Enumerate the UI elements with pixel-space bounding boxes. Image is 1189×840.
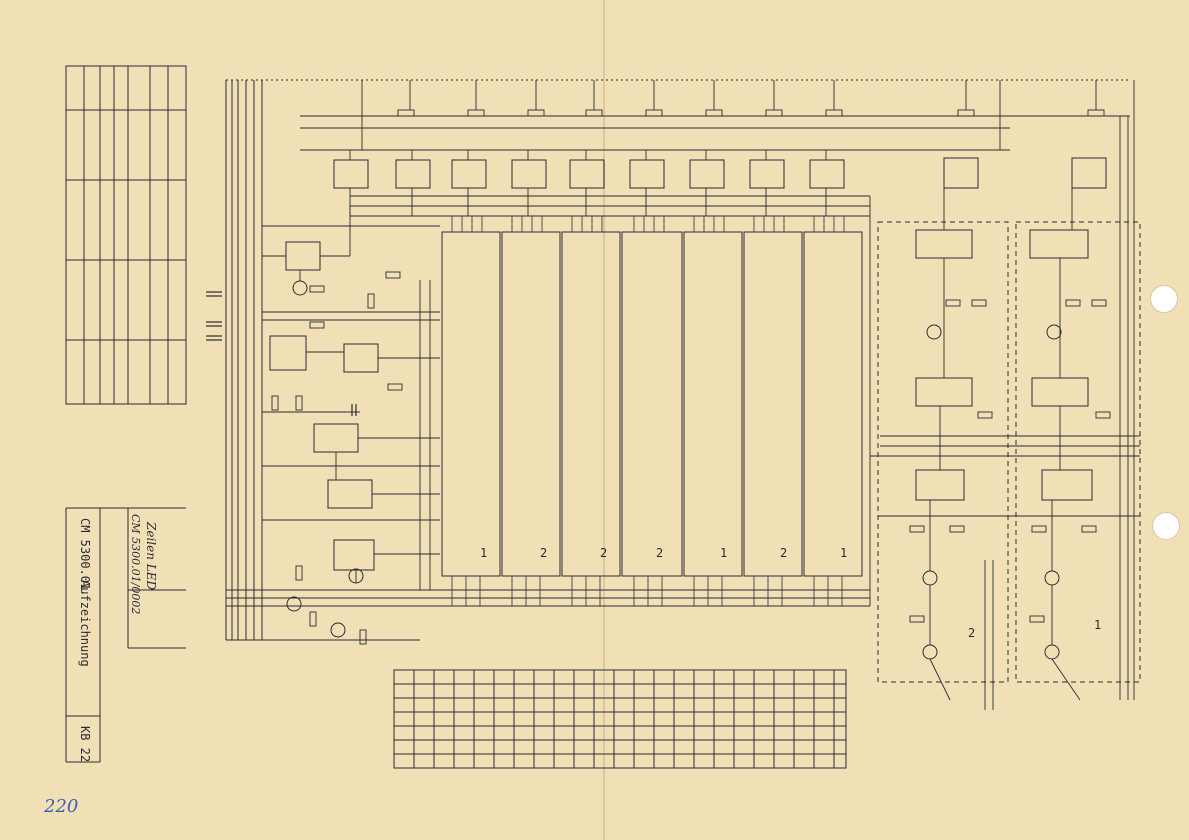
drawing-number: CM 5300.01/0002 <box>129 514 142 615</box>
transistor <box>922 644 938 660</box>
driver-section-1 <box>1015 221 1141 683</box>
parts-list-table <box>65 65 187 405</box>
section-number: 2 <box>968 626 976 640</box>
transistor <box>286 596 302 612</box>
column-number: 2 <box>600 546 608 560</box>
display-block-7 <box>803 231 863 577</box>
connection-table <box>393 669 847 769</box>
ic-chip <box>395 159 431 189</box>
display-block-1 <box>441 231 501 577</box>
column-number: 2 <box>780 546 788 560</box>
ic-chip <box>569 159 605 189</box>
ic-chip <box>333 159 369 189</box>
ic-chip <box>629 159 665 189</box>
ic-chip <box>285 241 321 271</box>
display-block-5 <box>683 231 743 577</box>
ic-chip <box>333 539 375 571</box>
display-block-3 <box>561 231 621 577</box>
signature-mark: 220 <box>44 796 79 817</box>
column-number: 1 <box>480 546 488 560</box>
ic-chip <box>343 343 379 373</box>
column-number: 1 <box>720 546 728 560</box>
ic-chip <box>511 159 547 189</box>
punch-hole-top <box>1150 285 1178 313</box>
transistor <box>1044 644 1060 660</box>
ic-chip <box>749 159 785 189</box>
fold-line <box>603 0 605 840</box>
ic-chip <box>915 229 973 259</box>
sheet-id: KB 22 <box>78 726 92 763</box>
ic-chip <box>1041 469 1093 501</box>
transistor <box>292 280 308 296</box>
ic-chip <box>313 423 359 453</box>
ic-chip <box>1029 229 1089 259</box>
transistor <box>922 570 938 586</box>
display-block-4 <box>621 231 683 577</box>
ic-chip <box>689 159 725 189</box>
transistor <box>1044 570 1060 586</box>
ic-chip <box>915 377 973 407</box>
column-number: 2 <box>540 546 548 560</box>
driver-section-2 <box>877 221 1009 683</box>
section-number: 1 <box>1094 618 1102 632</box>
transistor <box>926 324 942 340</box>
column-number: 1 <box>840 546 848 560</box>
column-number: 2 <box>656 546 664 560</box>
punch-hole-bottom <box>1152 512 1180 540</box>
ic-chip <box>943 157 979 189</box>
display-block-2 <box>501 231 561 577</box>
ic-chip <box>451 159 487 189</box>
transistor <box>1046 324 1062 340</box>
ic-chip <box>269 335 307 371</box>
ic-chip <box>915 469 965 501</box>
ic-chip <box>327 479 373 509</box>
ic-chip <box>1071 157 1107 189</box>
transistor <box>330 622 346 638</box>
ic-chip <box>809 159 845 189</box>
display-block-6 <box>743 231 803 577</box>
drawing-name: Zeilen LED <box>144 522 158 591</box>
ic-chip <box>1031 377 1089 407</box>
description: Aufzeichnung <box>78 580 92 667</box>
